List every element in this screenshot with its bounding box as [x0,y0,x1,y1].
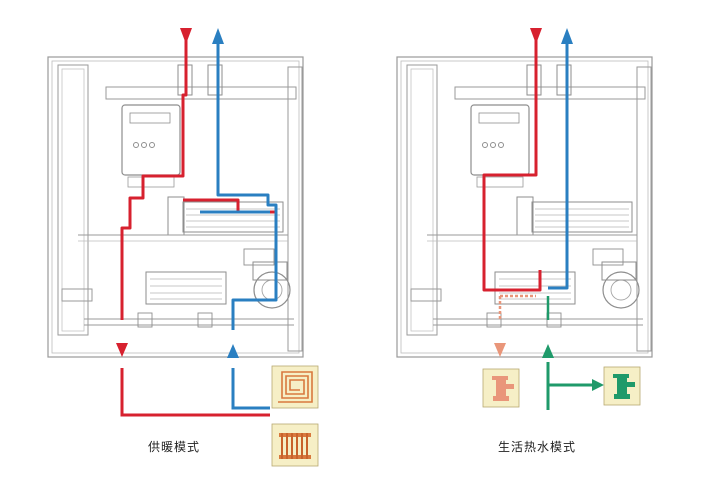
cold-water-tap-icon [603,366,641,406]
supply-out-arrow-down-icon [116,343,128,357]
cold-to-tap-arrow-icon [592,379,604,391]
supply-to-heating-line [120,368,270,417]
floor-heating-coil-icon [271,365,319,409]
boiler-outline-right [396,56,653,358]
dhw-hot-flow-path [482,40,542,292]
heating-mode-caption: 供暖模式 [148,440,201,454]
cold-water-in-arrow-up-icon [542,344,554,358]
radiator-icon [271,423,319,467]
dhw-supply-arrow-down-icon [530,28,542,44]
return-from-heating-line [231,368,270,410]
hot-water-tap-icon [482,368,520,408]
dhw-hot-outlet-line [498,294,536,320]
cold-water-supply-line [546,362,595,410]
dhw-cold-flow-path [548,40,569,290]
dhw-return-arrow-up-icon [561,28,573,44]
return-in-arrow-up-icon [227,344,239,358]
heating-return-flow-path [200,40,278,330]
boiler-outline-left [47,56,304,358]
return-arrow-up-icon [212,28,224,44]
domestic-hot-water-mode-caption: 生活热水模式 [498,440,577,454]
supply-arrow-down-icon [180,28,192,44]
hot-water-out-arrow-down-icon [494,343,506,357]
